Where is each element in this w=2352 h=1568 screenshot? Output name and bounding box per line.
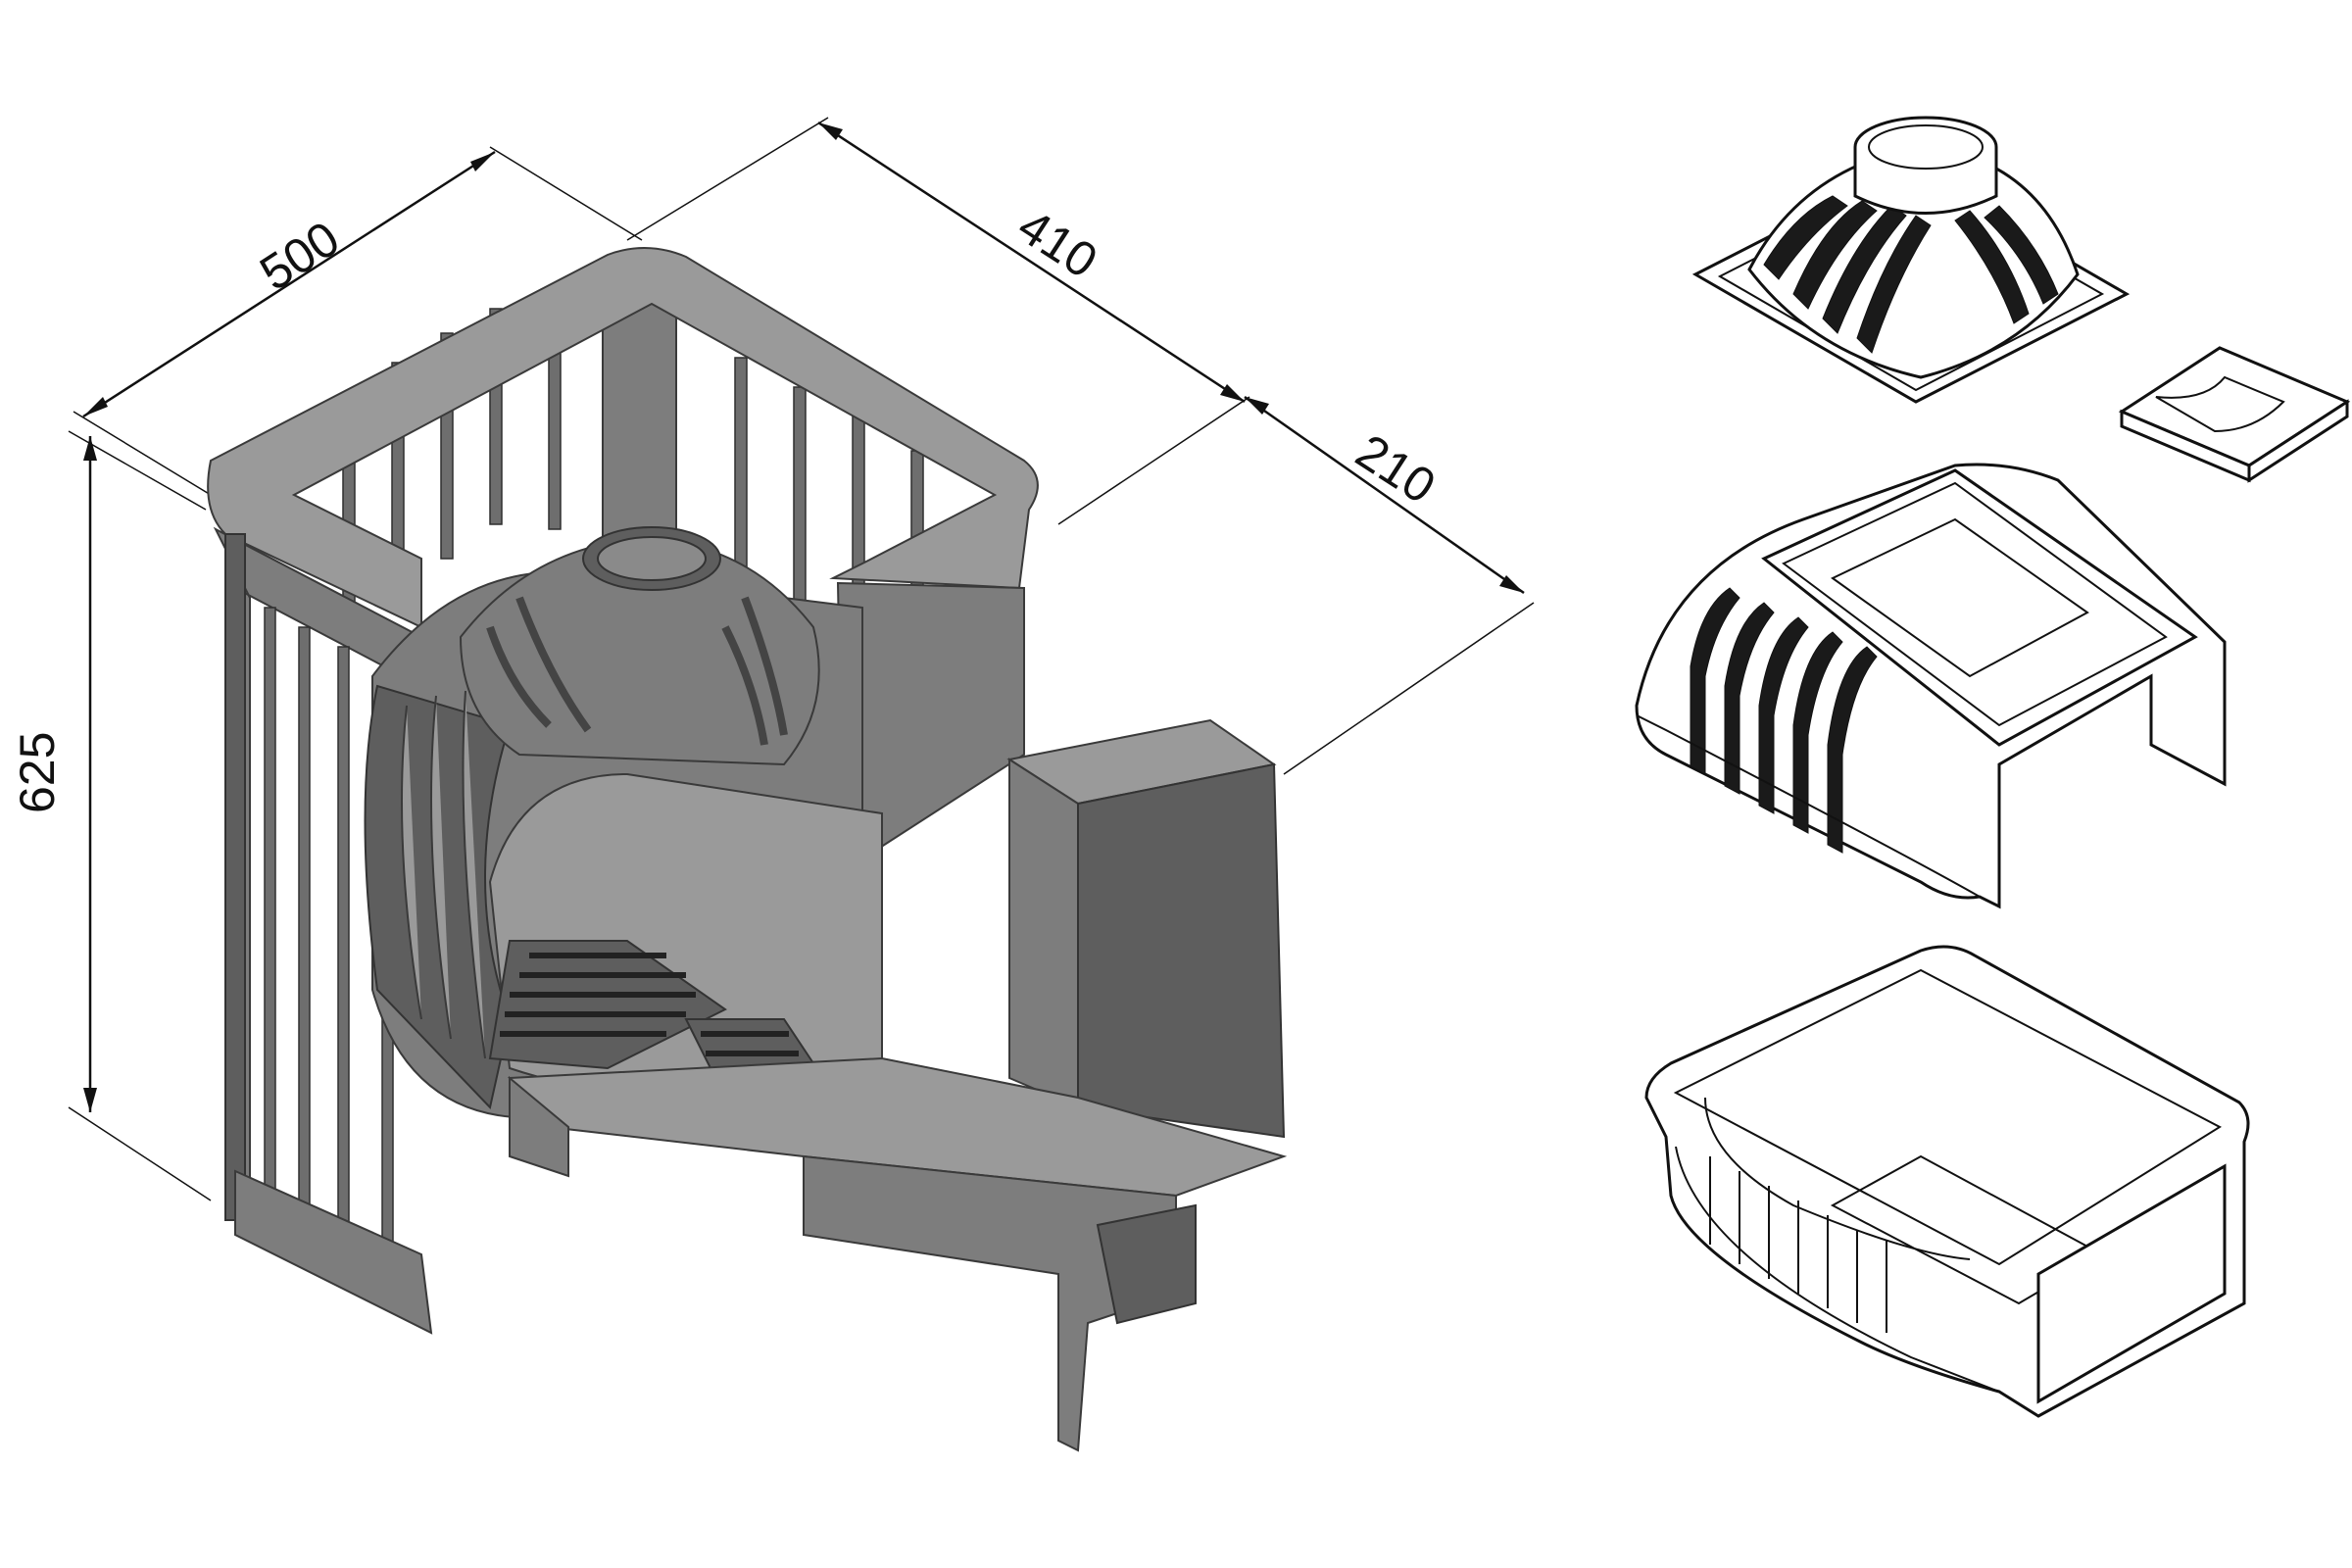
exploded-small-plate <box>2118 346 2351 483</box>
dome-ribs-line <box>1763 195 2059 354</box>
arrow-icon <box>818 122 843 140</box>
extension-line-500-left <box>73 411 212 496</box>
firebox-ribs <box>401 690 486 1059</box>
base-left <box>509 1075 569 1178</box>
door-frame <box>1077 762 1286 1139</box>
middle-top-face <box>1761 468 2198 747</box>
arrow-icon <box>1220 384 1245 402</box>
arrow-icon <box>83 397 108 416</box>
extension-line-500-right <box>489 146 643 241</box>
exploded-middle-body <box>1635 463 2227 909</box>
extension-line-210-right <box>1283 602 1535 775</box>
tunnel-side <box>1008 758 1079 1109</box>
bottom-front-panel <box>2036 1163 2227 1404</box>
dimension-line-210 <box>1244 395 1525 595</box>
stove-assembly <box>207 247 1288 1452</box>
extension-line-410-left <box>626 117 829 241</box>
arrow-icon <box>83 436 97 461</box>
dimension-label-410: 410 <box>1008 198 1106 288</box>
cage-bottom-rail <box>234 1169 433 1335</box>
extension-line-625-bottom <box>68 1106 212 1201</box>
heater-dome <box>459 537 820 766</box>
bottom-tray-shell <box>1644 945 2250 1418</box>
dimension-label-625: 625 <box>10 732 65 813</box>
ash-pan-front <box>1096 1203 1197 1325</box>
dimension-line-410 <box>817 121 1246 404</box>
exploded-top-dome <box>1691 116 2131 404</box>
extension-line-410-right <box>1057 396 1250 525</box>
flue-opening <box>597 536 707 581</box>
arrow-icon <box>1499 575 1524 593</box>
exploded-bottom-tray <box>1644 945 2250 1418</box>
grate <box>488 940 825 1100</box>
top-frame <box>207 247 1039 629</box>
dimension-label-210: 210 <box>1347 423 1445 514</box>
arrow-icon <box>470 152 495 172</box>
plate-top <box>2118 346 2351 467</box>
dome-ribs <box>486 596 788 746</box>
base-plate <box>508 1056 1288 1198</box>
left-corner-post <box>224 533 246 1221</box>
dimension-line-500 <box>82 150 496 418</box>
arrow-icon <box>83 1088 97 1112</box>
dimension-label-500: 500 <box>250 211 348 301</box>
arrow-icon <box>1245 397 1269 415</box>
middle-ribs <box>1690 587 1878 854</box>
